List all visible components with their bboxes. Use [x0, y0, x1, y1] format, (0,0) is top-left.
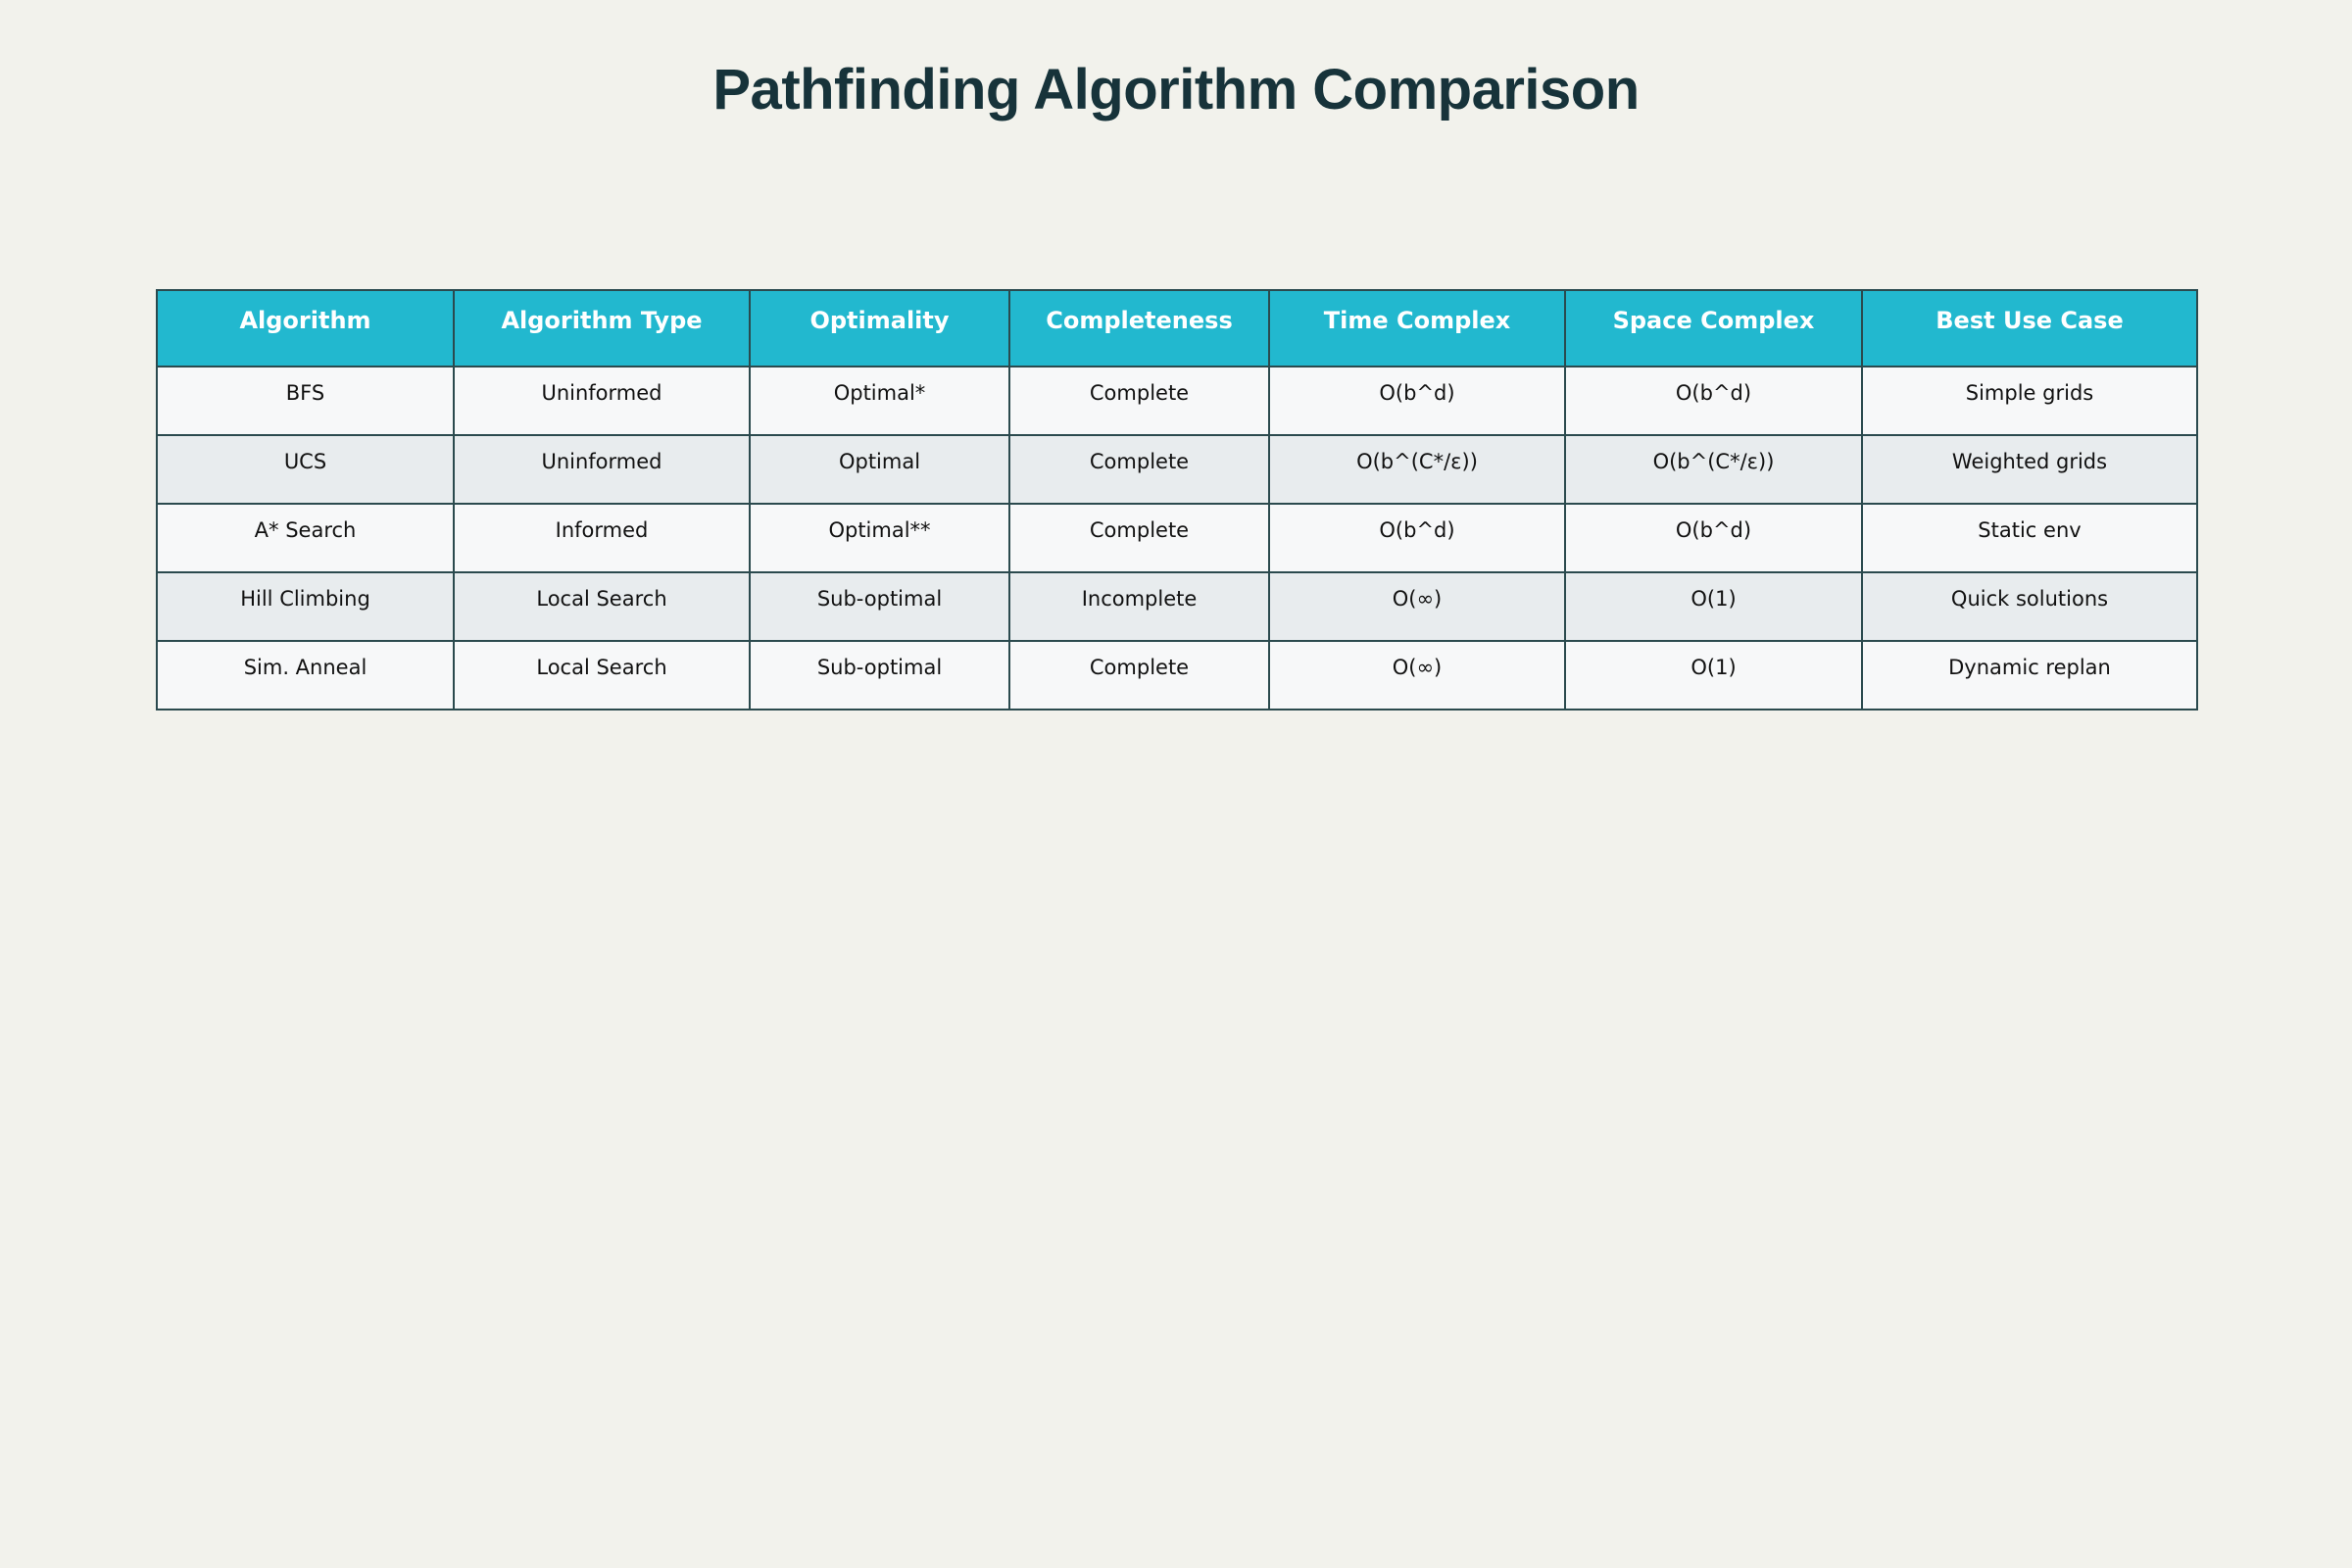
column-header-completeness: Completeness [1008, 289, 1270, 368]
column-header-algorithm-type: Algorithm Type [453, 289, 751, 368]
cell-completeness: Complete [1008, 503, 1270, 573]
table-row: Sim. Anneal Local Search Sub-optimal Com… [156, 640, 2198, 710]
cell-optimality: Optimal* [749, 366, 1010, 436]
cell-completeness: Incomplete [1008, 571, 1270, 642]
cell-optimality: Sub-optimal [749, 571, 1010, 642]
cell-algorithm: BFS [156, 366, 455, 436]
column-header-space-complex: Space Complex [1564, 289, 1863, 368]
cell-time-complex: O(b^d) [1268, 366, 1566, 436]
cell-completeness: Complete [1008, 434, 1270, 505]
cell-space-complex: O(1) [1564, 640, 1863, 710]
cell-best-use-case: Simple grids [1861, 366, 2198, 436]
cell-optimality: Sub-optimal [749, 640, 1010, 710]
cell-optimality: Optimal** [749, 503, 1010, 573]
table-row: Hill Climbing Local Search Sub-optimal I… [156, 571, 2198, 642]
table-row: UCS Uninformed Optimal Complete O(b^(C*/… [156, 434, 2198, 505]
cell-best-use-case: Static env [1861, 503, 2198, 573]
table-row: A* Search Informed Optimal** Complete O(… [156, 503, 2198, 573]
cell-best-use-case: Quick solutions [1861, 571, 2198, 642]
cell-algorithm: Sim. Anneal [156, 640, 455, 710]
cell-completeness: Complete [1008, 640, 1270, 710]
column-header-algorithm: Algorithm [156, 289, 455, 368]
chart-title: Pathfinding Algorithm Comparison [712, 58, 1640, 122]
column-header-time-complex: Time Complex [1268, 289, 1566, 368]
cell-space-complex: O(b^d) [1564, 503, 1863, 573]
cell-algorithm: UCS [156, 434, 455, 505]
cell-time-complex: O(∞) [1268, 571, 1566, 642]
cell-best-use-case: Weighted grids [1861, 434, 2198, 505]
cell-algorithm-type: Uninformed [453, 434, 751, 505]
cell-best-use-case: Dynamic replan [1861, 640, 2198, 710]
cell-time-complex: O(b^(C*/ε)) [1268, 434, 1566, 505]
cell-space-complex: O(b^d) [1564, 366, 1863, 436]
cell-algorithm: Hill Climbing [156, 571, 455, 642]
cell-algorithm-type: Uninformed [453, 366, 751, 436]
cell-space-complex: O(b^(C*/ε)) [1564, 434, 1863, 505]
cell-optimality: Optimal [749, 434, 1010, 505]
cell-algorithm: A* Search [156, 503, 455, 573]
comparison-table: Algorithm Algorithm Type Optimality Comp… [156, 289, 2198, 710]
table-row: BFS Uninformed Optimal* Complete O(b^d) … [156, 366, 2198, 436]
cell-algorithm-type: Local Search [453, 640, 751, 710]
column-header-best-use-case: Best Use Case [1861, 289, 2198, 368]
cell-completeness: Complete [1008, 366, 1270, 436]
cell-algorithm-type: Local Search [453, 571, 751, 642]
cell-time-complex: O(∞) [1268, 640, 1566, 710]
cell-time-complex: O(b^d) [1268, 503, 1566, 573]
cell-algorithm-type: Informed [453, 503, 751, 573]
table-header-row: Algorithm Algorithm Type Optimality Comp… [156, 289, 2198, 368]
column-header-optimality: Optimality [749, 289, 1010, 368]
cell-space-complex: O(1) [1564, 571, 1863, 642]
